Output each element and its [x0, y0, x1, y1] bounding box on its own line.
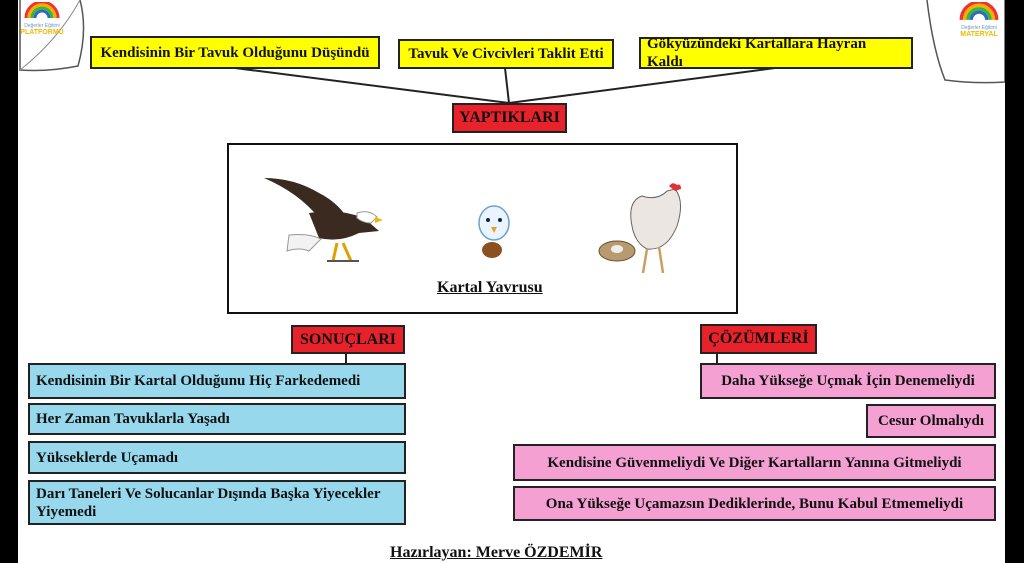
- center-frame: Kartal Yavrusu: [227, 143, 738, 314]
- cozumleri-item: Daha Yükseğe Uçmak İçin Denemeliydi: [700, 363, 996, 399]
- center-title: Kartal Yavrusu: [437, 279, 543, 296]
- sonuclari-item: Kendisinin Bir Kartal Olduğunu Hiç Farke…: [28, 363, 406, 399]
- rainbow-icon: [24, 0, 60, 19]
- connector: [345, 354, 347, 364]
- logo-text: PLATFORMU: [20, 29, 64, 36]
- hen-image: [598, 183, 681, 274]
- sonuclari-item: Yükseklerde Uçamadı: [28, 441, 406, 474]
- page: Değerler Eğitimi PLATFORMU Değerler Eğit…: [18, 0, 1005, 563]
- logo-text: Değerler Eğitimi: [961, 25, 997, 31]
- yaptiklari-header: YAPTIKLARI: [452, 103, 567, 133]
- materyal-logo: Değerler Eğitimi MATERYAL: [954, 0, 1004, 38]
- yaptiklari-item: Tavuk Ve Civcivleri Taklit Etti: [398, 39, 614, 69]
- chick-image: [478, 205, 510, 258]
- rainbow-icon: [959, 0, 999, 21]
- connector: [716, 354, 718, 364]
- cozumleri-item: Kendisine Güvenmeliydi Ve Diğer Kartalla…: [513, 444, 996, 481]
- connector-lines: [234, 67, 776, 104]
- logo-text: MATERYAL: [960, 31, 998, 38]
- logo-text: Değerler Eğitimi: [24, 23, 60, 29]
- sonuclari-item: Her Zaman Tavuklarla Yaşadı: [28, 403, 406, 435]
- yaptiklari-item: Gökyüzündeki Kartallara Hayran Kaldı: [639, 36, 913, 70]
- yaptiklari-item: Kendisinin Bir Tavuk Olduğunu Düşündü: [90, 36, 380, 69]
- cozumleri-item: Ona Yükseğe Uçamazsın Dediklerinde, Bunu…: [513, 486, 996, 521]
- sonuclari-item: Darı Taneleri Ve Solucanlar Dışında Başk…: [28, 480, 406, 525]
- platform-logo: Değerler Eğitimi PLATFORMU: [20, 0, 64, 36]
- author-credit: Hazırlayan: Merve ÖZDEMİR: [390, 544, 603, 561]
- page-curl-right: [926, 0, 1005, 84]
- sonuclari-header: SONUÇLARI: [291, 325, 405, 354]
- cozumleri-item: Cesur Olmalıydı: [866, 404, 996, 438]
- cozumleri-header: ÇÖZÜMLERİ: [700, 324, 817, 354]
- eagle-image: [264, 178, 383, 262]
